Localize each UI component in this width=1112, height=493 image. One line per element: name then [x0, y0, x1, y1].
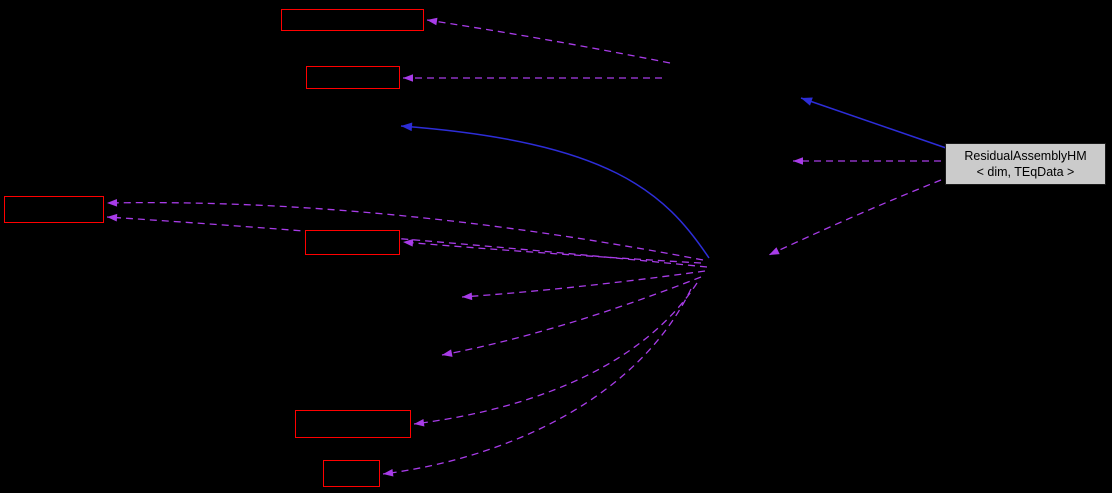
node-box-2[interactable]: [306, 66, 400, 89]
node-box-6[interactable]: [323, 460, 380, 487]
node-box-1[interactable]: [281, 9, 424, 31]
edge-dependency-box6: [382, 288, 692, 477]
edge-inheritance-left: [400, 122, 710, 259]
edge-dependency-box4: [402, 239, 702, 264]
main-node-label-line2: < dim, TEqData >: [976, 165, 1075, 179]
edge-dependency-top-box: [426, 17, 671, 64]
edge-inheritance-upper: [800, 97, 950, 150]
node-box-3[interactable]: [4, 196, 104, 223]
dependency-edges: [106, 17, 942, 477]
edge-dependency-hidden-node-b: [441, 276, 702, 357]
node-box-5[interactable]: [295, 410, 411, 438]
edge-dependency-hidden-node-a: [461, 270, 706, 301]
edge-dependency-left-box-a: [106, 199, 704, 261]
main-node-label-line1: ResidualAssemblyHM: [964, 148, 1087, 163]
edge-dependency-main-b: [768, 179, 942, 256]
node-main-residual-assembly-hm: ResidualAssemblyHM < dim, TEqData >: [945, 143, 1106, 185]
edge-dependency-left-box-b: [106, 213, 708, 268]
node-box-4[interactable]: [305, 230, 400, 255]
edge-dependency-box5: [413, 282, 698, 427]
inheritance-edges: [400, 97, 950, 259]
